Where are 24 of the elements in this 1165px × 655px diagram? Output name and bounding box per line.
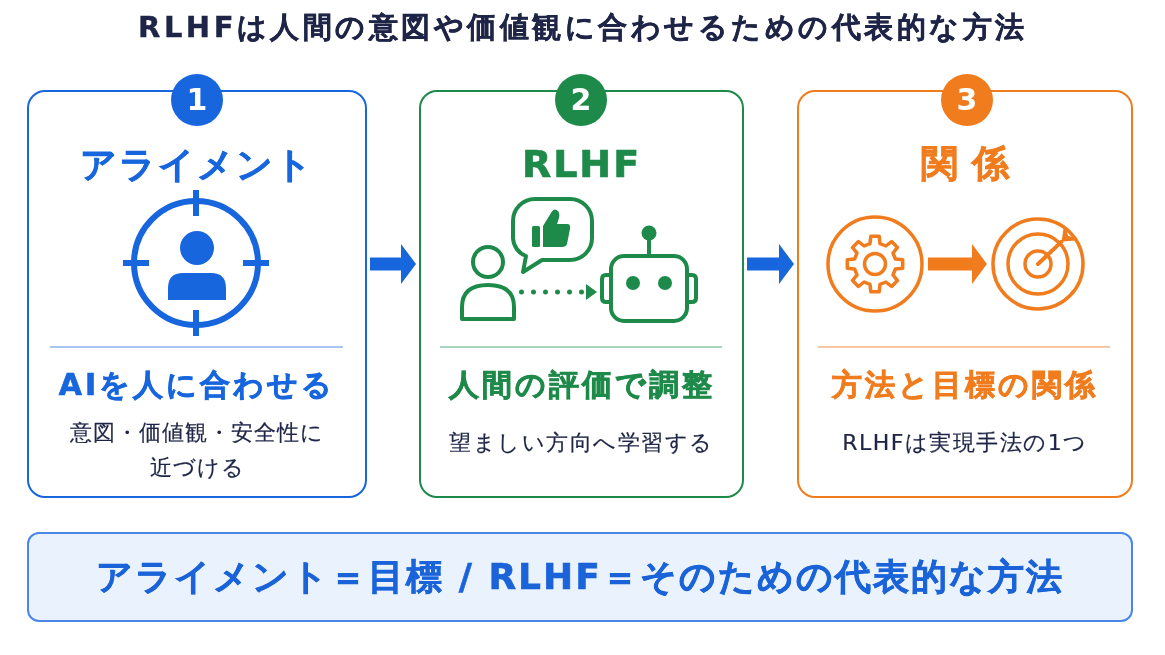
card-subtitle: AIを人に合わせる — [58, 366, 336, 404]
gear-icon — [825, 214, 925, 314]
card-title: RLHF — [521, 141, 642, 188]
summary-banner: アライメント＝目標 / RLHF＝そのための代表的な方法 — [27, 532, 1133, 622]
card-text: 意図・価値観・安全性に近づける — [69, 419, 325, 482]
person-icon — [460, 243, 516, 321]
step-card — [419, 90, 744, 498]
arrow — [370, 244, 416, 284]
card-subtitle: 人間の評価で調整 — [448, 366, 715, 404]
robot-icon — [600, 224, 698, 323]
card-subtitle: 方法と目標の関係 — [832, 366, 1098, 404]
title: RLHFは人間の意図や価値観に合わせるための代表的な方法 — [138, 9, 1028, 45]
card-text: 望ましい方向へ学習する — [449, 429, 714, 457]
arrow — [747, 244, 794, 284]
number-badge: 2 — [555, 74, 607, 126]
dotted-arrow — [519, 284, 597, 300]
number-badge: 3 — [941, 74, 993, 126]
number-badge: 1 — [171, 74, 223, 126]
step-card — [797, 90, 1133, 498]
step-card — [27, 90, 367, 498]
card-text: RLHFは実現手法の1つ — [842, 429, 1088, 457]
card-title: アライメント — [80, 142, 314, 187]
card-title: 関係 — [920, 141, 1023, 187]
arrow — [928, 244, 987, 284]
